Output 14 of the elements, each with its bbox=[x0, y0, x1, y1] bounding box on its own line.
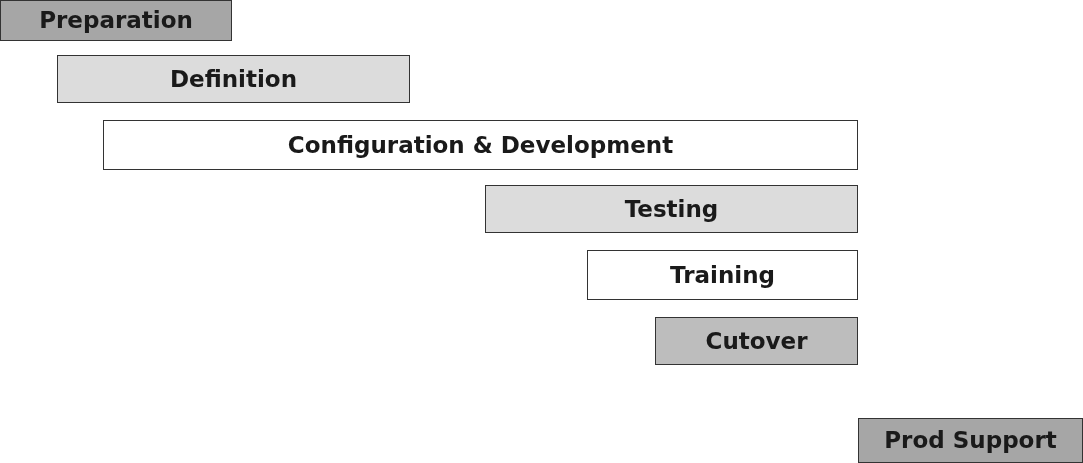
phase-label: Preparation bbox=[39, 6, 193, 36]
phase-bar bbox=[485, 185, 858, 233]
phase-label: Configuration & Development bbox=[287, 130, 674, 160]
phase-bar bbox=[103, 120, 858, 170]
phase-bar bbox=[655, 317, 858, 365]
phase-label: Prod Support bbox=[884, 426, 1057, 456]
phase-label: Cutover bbox=[705, 326, 808, 356]
phase-bar bbox=[57, 55, 410, 103]
phase-bar bbox=[587, 250, 858, 300]
phase-bar bbox=[858, 418, 1083, 463]
phase-label: Testing bbox=[624, 194, 719, 224]
phase-label: Training bbox=[670, 260, 775, 290]
phase-bar bbox=[0, 0, 232, 41]
phase-label: Definition bbox=[169, 64, 298, 94]
